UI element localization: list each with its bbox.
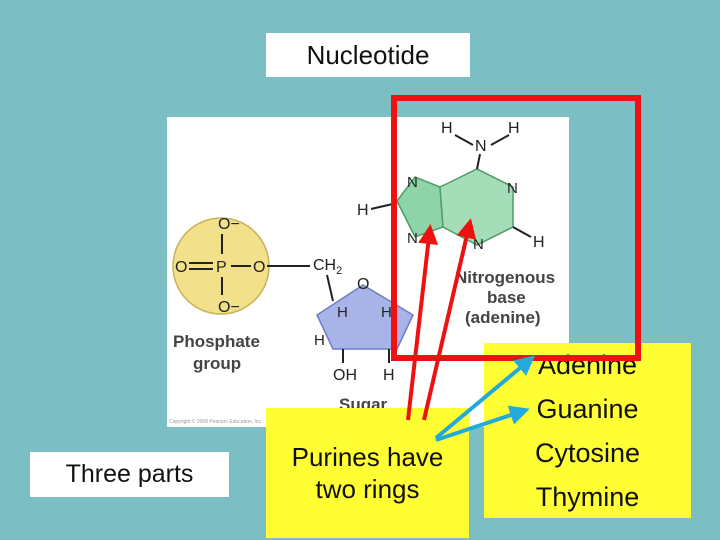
sugar-oh: OH [333,367,357,384]
base-item: Guanine [536,393,639,424]
base-item: Adenine [537,349,638,380]
base-item: Cytosine [534,437,641,468]
phosphate-bottom-o: O− [218,299,240,316]
sugar-h3: H [314,332,325,349]
sugar-ring-o: O [357,276,369,293]
sugar-h1: H [337,304,348,321]
arrow-to-six-ring [422,218,477,421]
arrow-to-adenine [434,355,536,440]
arrow-to-five-ring [406,224,439,421]
sugar-ring [316,284,414,350]
base-label-2: base [487,288,526,307]
phosphate-label-2: group [193,354,241,373]
arrow-to-guanine [435,405,530,442]
nucleotide-diagram: O− O P O O− Phosphate group CH2 O H H H … [169,120,555,425]
phosphate-label-1: Phosphate [173,332,260,351]
base-n3: N [473,236,484,253]
sugar-ch2: CH2 [313,257,342,277]
phosphate-top-o: O− [218,216,240,233]
phosphate-right-o: O [253,259,265,276]
three-parts-label: Three parts [65,460,194,488]
base-label-1: Nitrogenous [455,268,555,287]
sugar-h2: H [381,304,392,321]
figure-credit: Copyright © 2008 Pearson Education, Inc. [169,418,262,425]
base-h-top-left: H [441,120,453,137]
base-amine-n: N [475,138,487,155]
base-n9: N [407,230,418,247]
phosphate-left-o: O [175,259,187,276]
phosphate-p: P [216,259,227,276]
base-h2: H [533,234,545,251]
base-h8: H [357,202,369,219]
bases-list-box: Adenine Guanine Cytosine Thymine [484,343,691,518]
purines-note-box: Purines have two rings [266,408,469,538]
base-label-3: (adenine) [465,308,541,327]
title-box: Nucleotide [266,33,470,77]
base-highlight-box [391,95,641,361]
base-n1: N [507,180,518,197]
sugar-h4: H [383,367,395,384]
base-n7: N [407,174,418,191]
slide-title: Nucleotide [306,39,430,70]
base-item: Thymine [535,481,640,512]
purines-note: Purines have two rings [291,442,444,504]
three-parts-box: Three parts [30,452,229,497]
base-h-top-right: H [508,120,520,137]
